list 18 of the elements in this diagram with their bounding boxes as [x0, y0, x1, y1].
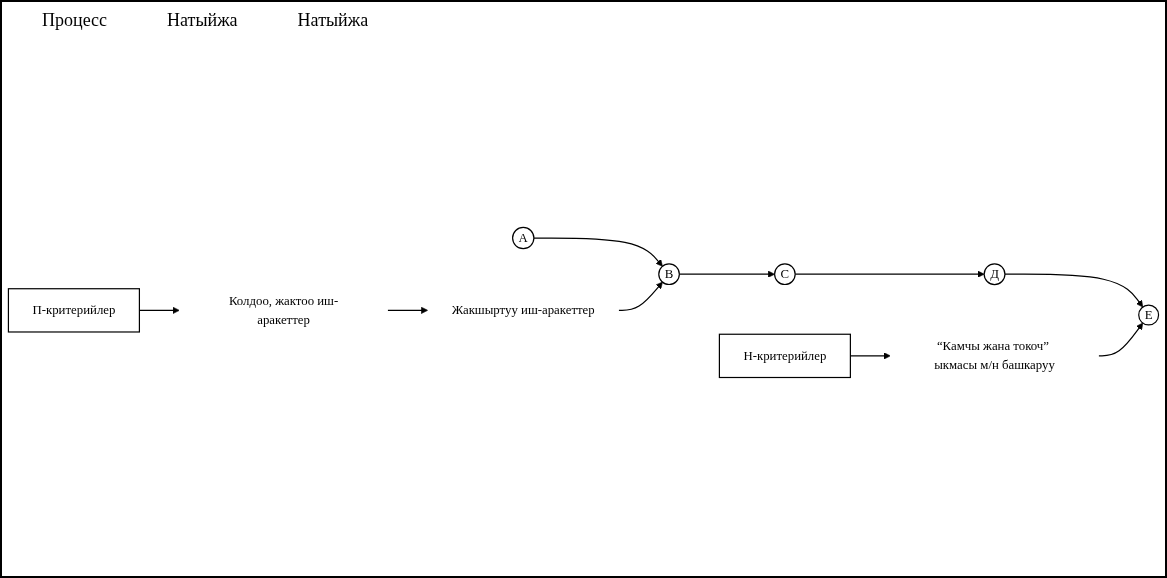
note-text: Процесс: [42, 10, 108, 31]
node-circle: Е: [1138, 304, 1160, 326]
node-circle: В: [658, 263, 680, 286]
arrow: [1098, 322, 1144, 357]
note-text: Натыйжа: [297, 10, 369, 31]
node-box: Н-критерийлер: [718, 333, 851, 379]
arrow: [1004, 273, 1144, 308]
arrow: [387, 307, 429, 315]
node-text: “Камчы жана токоч” ыкмасы м/н башкаруу: [934, 339, 1055, 373]
arrow: [618, 282, 663, 312]
arrow: [533, 237, 663, 267]
note-text: Натыйжа: [167, 10, 238, 31]
node-circle: А: [512, 227, 535, 250]
node-text: Жакшыртуу иш-аракеттер: [451, 303, 595, 317]
node-circle: Д: [983, 263, 1006, 286]
node-circle: С: [774, 263, 796, 286]
node-text: Колдоо, жактоо иш-аракеттер: [228, 293, 339, 327]
node-box: П-критерийлер: [7, 288, 140, 333]
